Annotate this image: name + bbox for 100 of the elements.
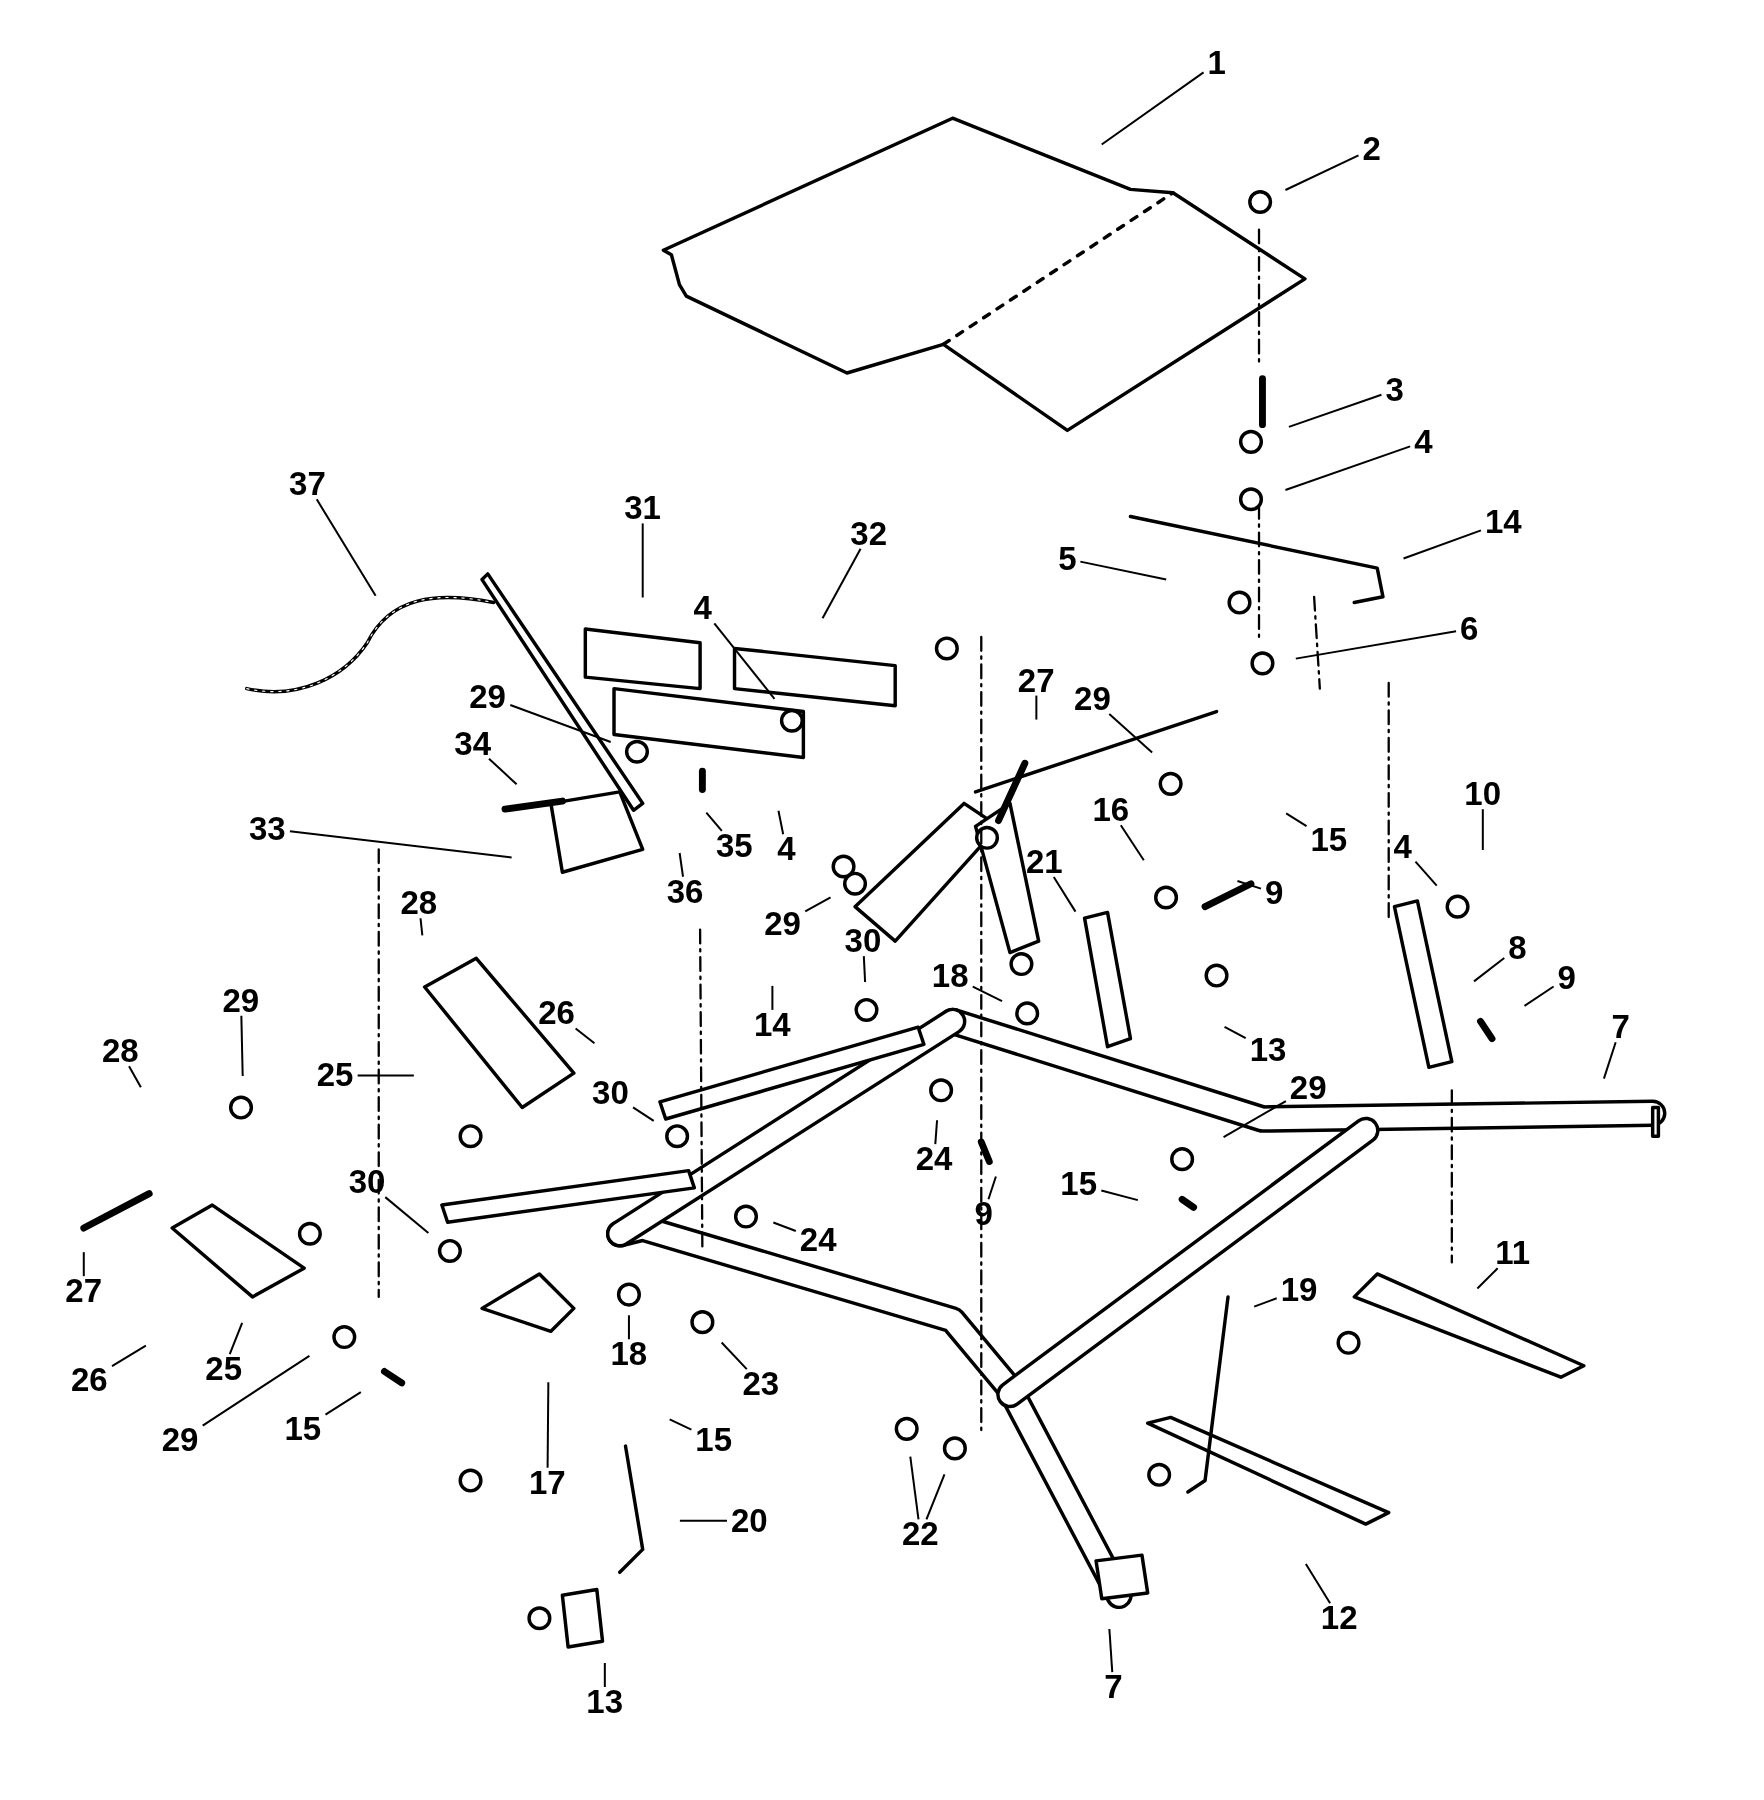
callout-number: 2 [1362,132,1381,167]
leader-line [1285,812,1308,828]
leader-line [228,1321,244,1356]
callout-number: 29 [222,983,260,1018]
callout-number: 25 [205,1352,242,1387]
callout-number: 30 [592,1075,629,1110]
leader-line [720,1341,748,1371]
leader-line [1523,985,1555,1007]
callout-number: 37 [289,467,326,502]
leader-line [772,1221,797,1232]
callout-number: 10 [1464,777,1502,812]
leader-line [1287,393,1383,428]
callout-number: 15 [284,1411,322,1446]
callout-number: 3 [1385,373,1404,408]
callout-number: 24 [799,1222,837,1257]
leader-line [1473,957,1506,983]
leader-line [1476,1267,1499,1290]
callout-number: 4 [1393,830,1412,864]
leader-line [1100,71,1205,146]
leader-line [315,498,377,597]
leader-line [201,1354,311,1427]
leader-line [288,830,513,859]
leader-line [82,1251,85,1278]
leader-line [1052,875,1077,913]
leader-line [1304,1563,1332,1605]
leader-line [111,1344,147,1367]
leader-line [705,811,723,832]
leader-line [1402,529,1482,560]
callout-number: 22 [901,1517,939,1552]
callout-number: 17 [528,1465,566,1500]
callout-number: 28 [102,1034,139,1069]
leader-line [987,1175,997,1201]
leader-line [678,852,685,878]
callout-number: 18 [931,958,969,993]
leader-line [1414,860,1438,887]
callout-number: 29 [161,1423,199,1458]
callout-number: 13 [1249,1033,1287,1068]
leader-line [971,985,1004,1003]
callout-number: 8 [1508,931,1527,965]
leader-line [909,1455,920,1521]
callout-number: 5 [1058,541,1077,576]
leader-line [804,896,832,913]
leader-line [771,984,774,1011]
callout-number: 4 [1414,424,1433,459]
leader-line [574,1027,596,1045]
leader-line [1100,1189,1139,1202]
callout-number: 29 [764,906,801,941]
callout-number: 14 [1484,505,1522,540]
leader-line [627,1314,630,1341]
leader-line [546,1381,550,1469]
callout-number: 13 [586,1685,624,1719]
callout-number: 14 [753,1007,791,1042]
callout-number: 21 [1025,844,1063,879]
leader-line [1108,1627,1114,1674]
leader-line [240,1014,244,1078]
leader-line [384,1196,430,1235]
callout-number: 4 [777,832,796,867]
callout-number: 36 [666,874,704,909]
leader-line [1119,824,1145,862]
leader-line [1079,560,1168,581]
callout-number: 15 [695,1423,733,1458]
callout-number: 7 [1104,1670,1123,1705]
leader-line [632,1106,655,1122]
leader-line [1236,879,1262,890]
callout-number: 32 [850,516,887,551]
leader-line [1253,1297,1278,1308]
leader-line [1481,808,1484,851]
callout-number: 30 [348,1165,386,1200]
callout-number: 1 [1207,46,1226,81]
leader-line [1284,445,1412,491]
leader-line [1602,1041,1617,1080]
callout-number: 12 [1320,1601,1358,1636]
leader-line [1294,630,1458,660]
callout-number: 24 [915,1142,953,1177]
leader-line [324,1391,362,1416]
callout-number: 26 [538,996,575,1031]
callout-number: 34 [454,726,492,761]
callout-number: 9 [1557,960,1576,995]
callout-number: 7 [1611,1010,1630,1045]
leader-line [1222,1100,1287,1139]
leader-line [713,622,776,700]
callout-number: 18 [610,1337,648,1372]
leader-line [678,1519,728,1522]
callout-number: 15 [1060,1167,1098,1202]
leader-line [1223,1025,1247,1040]
callout-number: 35 [716,828,753,863]
callout-number: 27 [65,1274,102,1309]
leader-line [777,809,785,836]
callout-number: 25 [316,1058,354,1093]
leader-line [925,1473,946,1521]
leader-line [419,917,424,937]
leader-line [641,522,644,599]
callout-number: 26 [71,1362,108,1397]
callout-number: 33 [248,811,286,846]
callout-number: 29 [469,679,506,714]
leader-line [488,757,518,786]
leader-line [603,1662,606,1688]
callout-number: 28 [400,886,438,921]
leader-line [1035,694,1038,721]
leader-line [821,547,862,620]
